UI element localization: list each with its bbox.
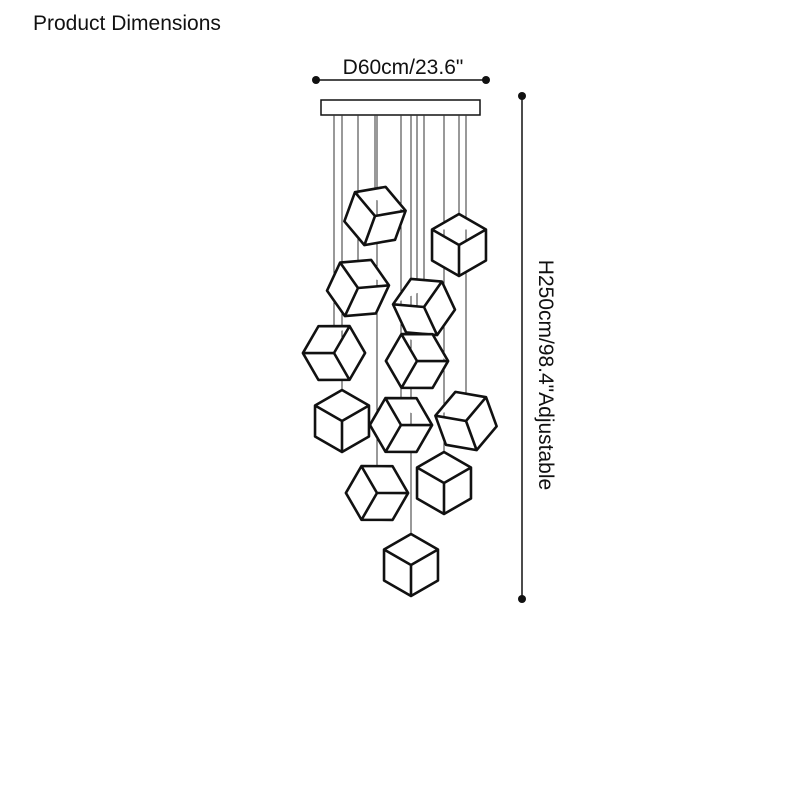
cube-pendant bbox=[430, 212, 488, 278]
cube-pendant bbox=[382, 532, 440, 598]
diameter-label: D60cm/23.6" bbox=[342, 56, 464, 79]
cube-pendant bbox=[343, 185, 407, 247]
suspension-wires bbox=[333, 115, 467, 538]
height-dimension-line bbox=[518, 92, 526, 603]
cube-pendant bbox=[415, 450, 473, 516]
page-title: Product Dimensions bbox=[33, 12, 221, 35]
cube-pendant bbox=[368, 396, 434, 454]
cube-pendant bbox=[391, 277, 457, 337]
cube-pendant bbox=[313, 388, 371, 454]
cube-pendants bbox=[301, 185, 498, 598]
cube-pendant bbox=[325, 258, 391, 318]
cube-pendant bbox=[344, 464, 410, 522]
diameter-dimension-line bbox=[312, 76, 490, 84]
cube-pendant bbox=[434, 390, 498, 452]
cube-pendant bbox=[384, 332, 450, 390]
ceiling-canopy bbox=[320, 99, 481, 116]
cube-pendant bbox=[301, 324, 367, 382]
